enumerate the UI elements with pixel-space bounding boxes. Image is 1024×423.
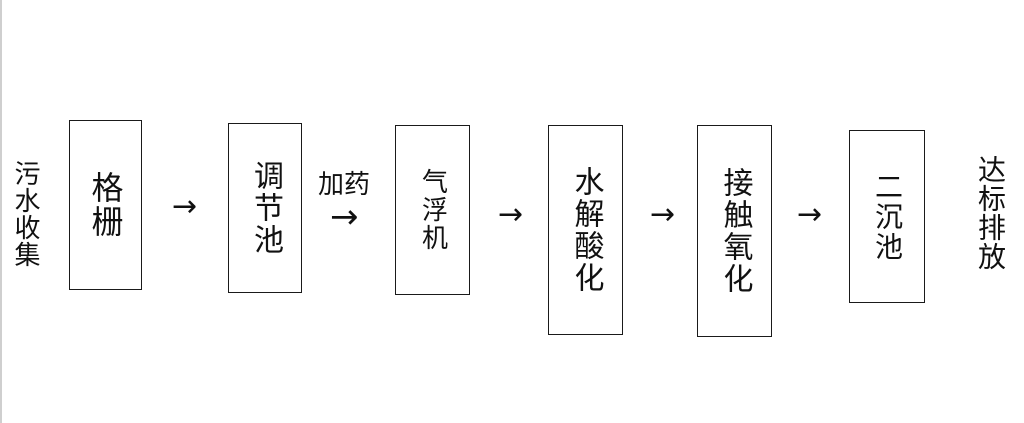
step-box-hydrolysis-acidification: 水解酸化 [548, 125, 623, 335]
step-box-screen: 格栅 [69, 120, 142, 290]
step-box-secondary-clarifier: 二沉池 [849, 130, 925, 303]
dosing-label: 加药 [318, 170, 371, 200]
step-box-equalization-tank: 调节池 [228, 123, 302, 293]
flow-arrow-4: → [650, 197, 676, 232]
step-box-air-flotation: 气浮机 [395, 125, 470, 295]
end-label: 达标排放 [974, 155, 1007, 271]
step-label-secondary-clarifier: 二沉池 [871, 171, 904, 262]
left-edge-line [0, 0, 2, 423]
flow-arrow-3: → [498, 197, 524, 232]
step-label-equalization-tank: 调节池 [248, 160, 283, 256]
step-label-contact-oxidation: 接触氧化 [717, 167, 753, 295]
flow-arrow-1: → [172, 189, 198, 224]
step-box-contact-oxidation: 接触氧化 [697, 125, 772, 337]
step-label-hydrolysis-acidification: 水解酸化 [568, 166, 604, 294]
flow-arrow-5: → [797, 197, 823, 232]
step-label-screen: 格栅 [86, 171, 125, 239]
flow-arrow-2: → [330, 197, 359, 237]
start-label: 污水收集 [10, 160, 40, 268]
step-label-air-flotation: 气浮机 [417, 168, 448, 252]
